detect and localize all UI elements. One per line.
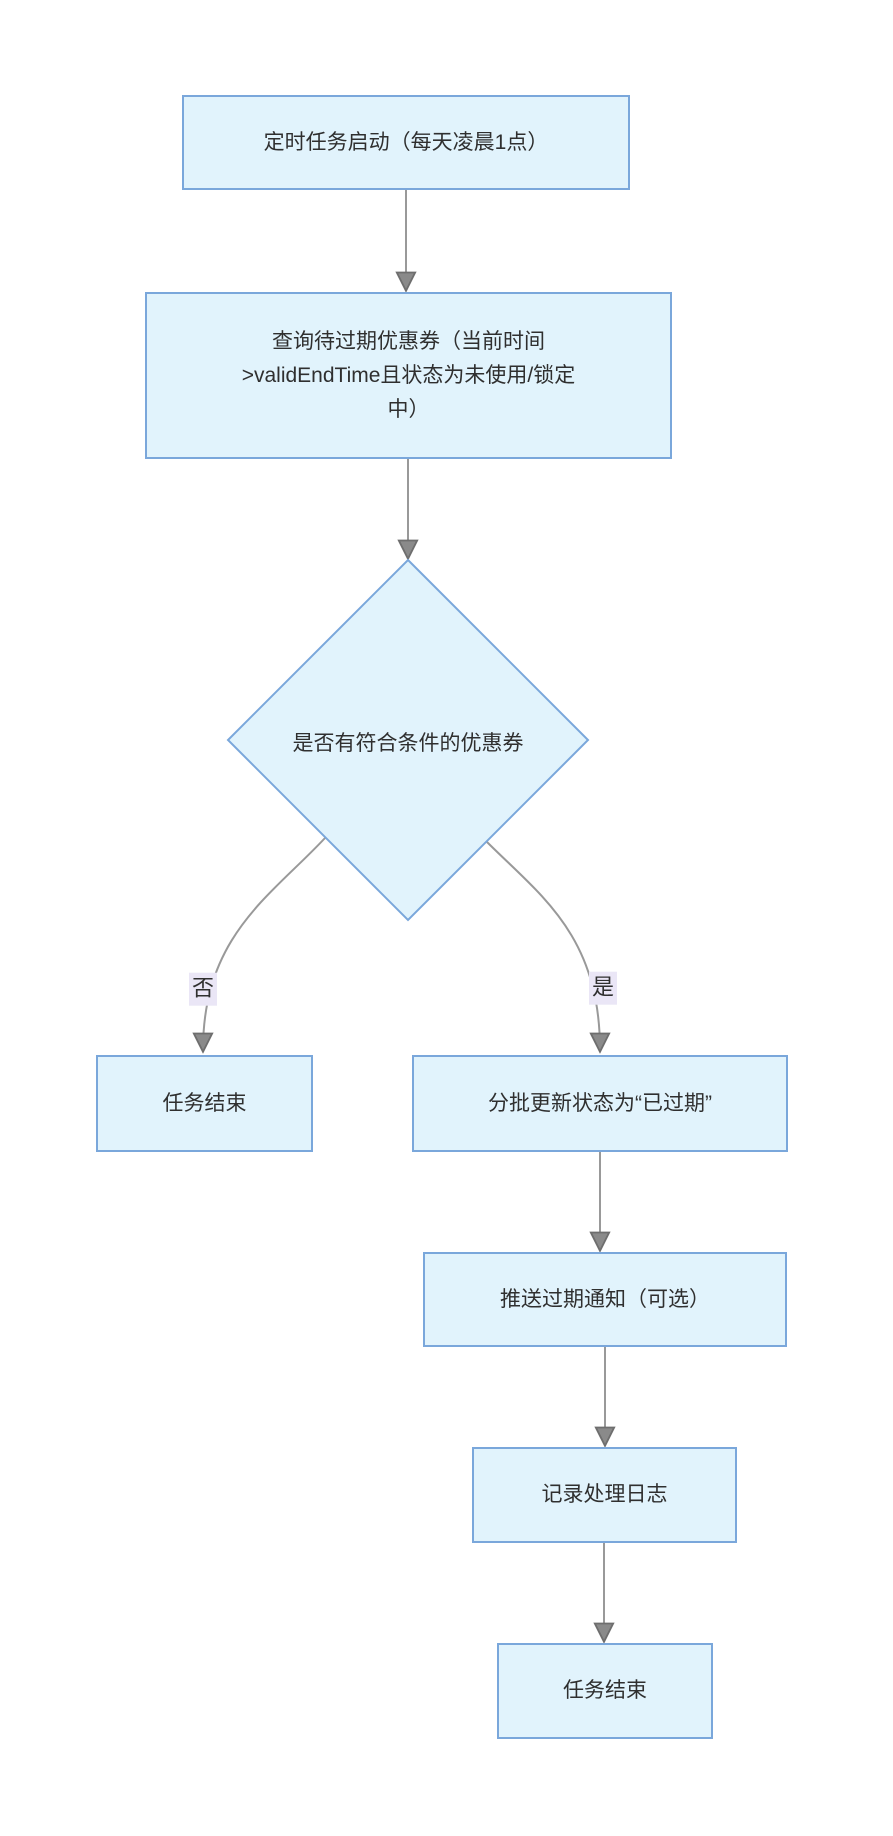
node-update: 分批更新状态为“已过期” bbox=[412, 1055, 788, 1152]
node-notify: 推送过期通知（可选） bbox=[423, 1252, 787, 1347]
node-notify-label: 推送过期通知（可选） bbox=[500, 1287, 710, 1311]
edge-decision-yes bbox=[486, 841, 600, 1050]
decision-diamond-shape bbox=[226, 558, 590, 922]
node-end-right-label: 任务结束 bbox=[563, 1679, 647, 1702]
node-end-left: 任务结束 bbox=[96, 1055, 313, 1152]
node-start-label: 定时任务启动（每天凌晨1点） bbox=[263, 130, 549, 154]
edge-label-no: 否 bbox=[188, 972, 218, 1006]
edge-label-yes: 是 bbox=[588, 971, 618, 1005]
edge-decision-no bbox=[203, 837, 326, 1050]
node-query-line1: 查询待过期优惠券（当前时间 bbox=[271, 329, 545, 353]
node-decision-label: 是否有符合条件的优惠券 bbox=[292, 732, 524, 755]
node-query: 查询待过期优惠券（当前时间 >validEndTime且状态为未使用/锁定 中） bbox=[145, 292, 672, 459]
node-end-left-label: 任务结束 bbox=[162, 1091, 247, 1115]
node-query-line2: >validEndTime且状态为未使用/锁定 bbox=[241, 363, 576, 387]
node-update-label: 分批更新状态为“已过期” bbox=[488, 1091, 712, 1115]
node-end-right: 任务结束 bbox=[497, 1643, 713, 1739]
node-log: 记录处理日志 bbox=[472, 1447, 737, 1543]
node-query-line3: 中） bbox=[387, 397, 430, 421]
node-log-label: 记录处理日志 bbox=[541, 1483, 668, 1506]
node-query-label: 查询待过期优惠券（当前时间 >validEndTime且状态为未使用/锁定 中） bbox=[228, 325, 590, 427]
node-start: 定时任务启动（每天凌晨1点） bbox=[182, 95, 630, 190]
